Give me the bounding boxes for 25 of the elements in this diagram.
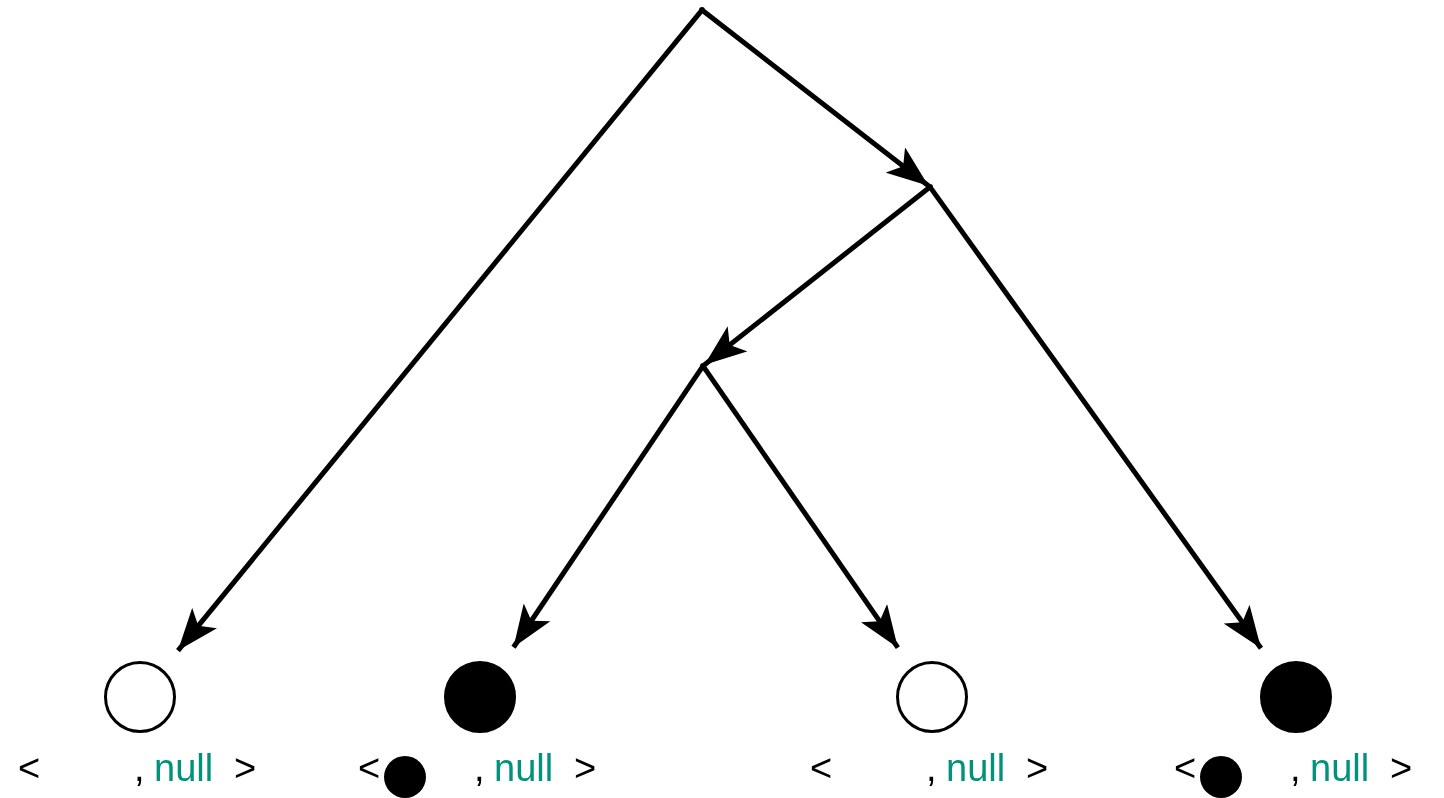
arrow — [702, 366, 900, 650]
null-value: null — [154, 746, 214, 790]
arrow — [702, 9, 930, 188]
tuple-symbol: , — [134, 746, 145, 790]
arrow — [176, 9, 703, 653]
null-value: null — [1310, 746, 1370, 790]
arrow — [929, 187, 1264, 650]
junction-point — [927, 184, 933, 190]
tuple-symbol: , — [926, 746, 937, 790]
tuple-symbol: , — [1290, 746, 1301, 790]
tuple-symbol: < — [1174, 746, 1197, 790]
tuple-symbol: , — [474, 746, 485, 790]
junction-point — [700, 363, 706, 369]
null-value: null — [494, 746, 554, 790]
tuple-symbol: > — [574, 746, 597, 790]
arrow — [511, 366, 704, 649]
arrow — [703, 186, 930, 367]
tuple-symbol: > — [1390, 746, 1413, 790]
tuple-symbol: < — [18, 746, 41, 790]
tuple-symbol: < — [810, 746, 833, 790]
tuple-symbol: < — [358, 746, 381, 790]
tuple-symbol: > — [1026, 746, 1049, 790]
null-value: null — [946, 746, 1006, 790]
tuple-symbol: > — [234, 746, 257, 790]
junction-point — [699, 7, 705, 13]
